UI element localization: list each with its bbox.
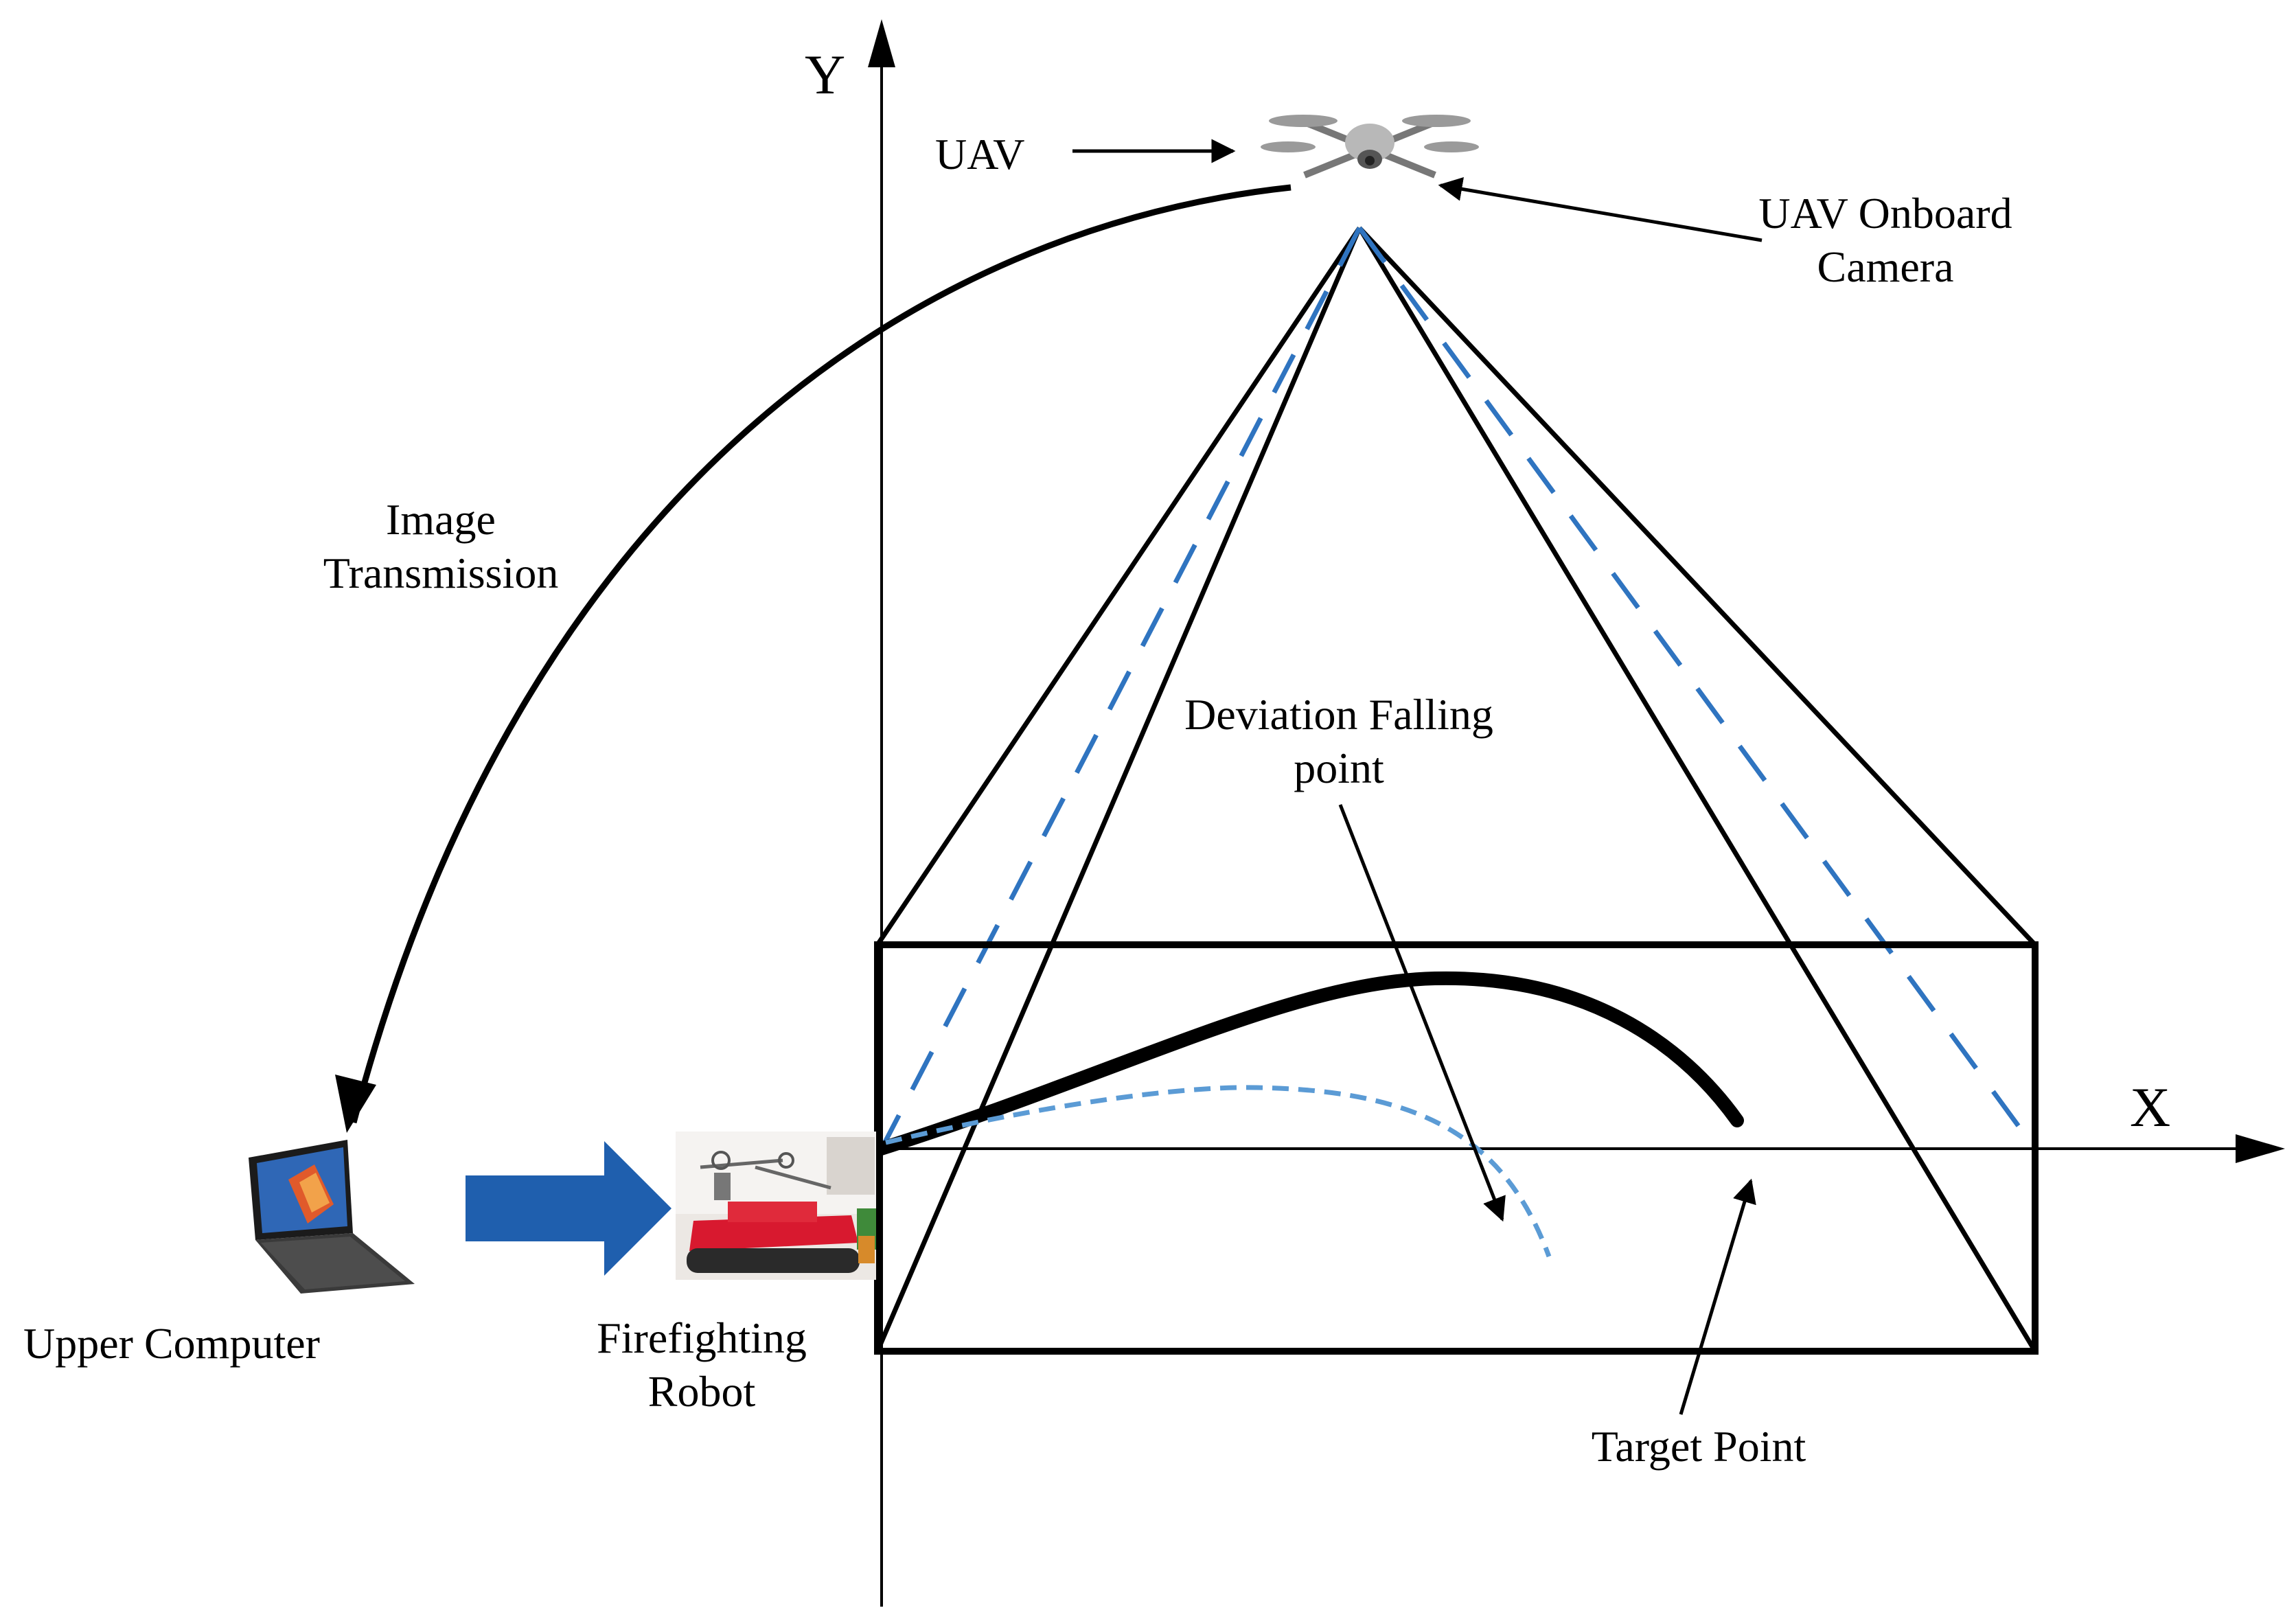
robot-feed-arrow	[466, 1141, 671, 1276]
firefighting-robot-image	[676, 1132, 876, 1280]
deviation-label-line2: point	[1294, 744, 1384, 792]
y-axis	[868, 19, 895, 1607]
image-transmission-arrow	[350, 184, 1292, 1124]
image-transmission-label-line1: Image	[386, 495, 496, 544]
target-pointer-arrow	[1679, 1178, 1756, 1415]
laptop-icon	[249, 1140, 415, 1294]
image-transmission-arrowhead	[335, 1075, 376, 1133]
image-transmission-label-line2: Transmission	[323, 549, 559, 597]
robot-label-line1: Firefighting	[597, 1313, 807, 1362]
x-axis	[873, 1134, 2285, 1163]
x-axis-label: X	[2130, 1076, 2170, 1138]
deviated-trajectory	[885, 1085, 1552, 1258]
camera-dashed-projection	[879, 226, 2037, 1151]
uav-camera-label-line2: Camera	[1817, 242, 1954, 291]
deviation-pointer-arrow	[1338, 804, 1506, 1222]
target-point-label: Target Point	[1592, 1422, 1806, 1471]
robot-label-line2: Robot	[648, 1367, 756, 1416]
uav-camera-label-line1: UAV Onboard	[1758, 189, 2012, 238]
deviation-label-line1: Deviation Falling	[1184, 690, 1493, 739]
y-axis-label: Y	[805, 43, 845, 106]
camera-fov-pyramid	[875, 226, 2037, 1353]
uav-label: UAV	[935, 130, 1024, 179]
planned-trajectory	[868, 971, 1744, 1158]
drone-icon	[1261, 115, 1479, 179]
upper-computer-label: Upper Computer	[23, 1319, 320, 1368]
camera-label-arrow	[1438, 177, 1763, 242]
